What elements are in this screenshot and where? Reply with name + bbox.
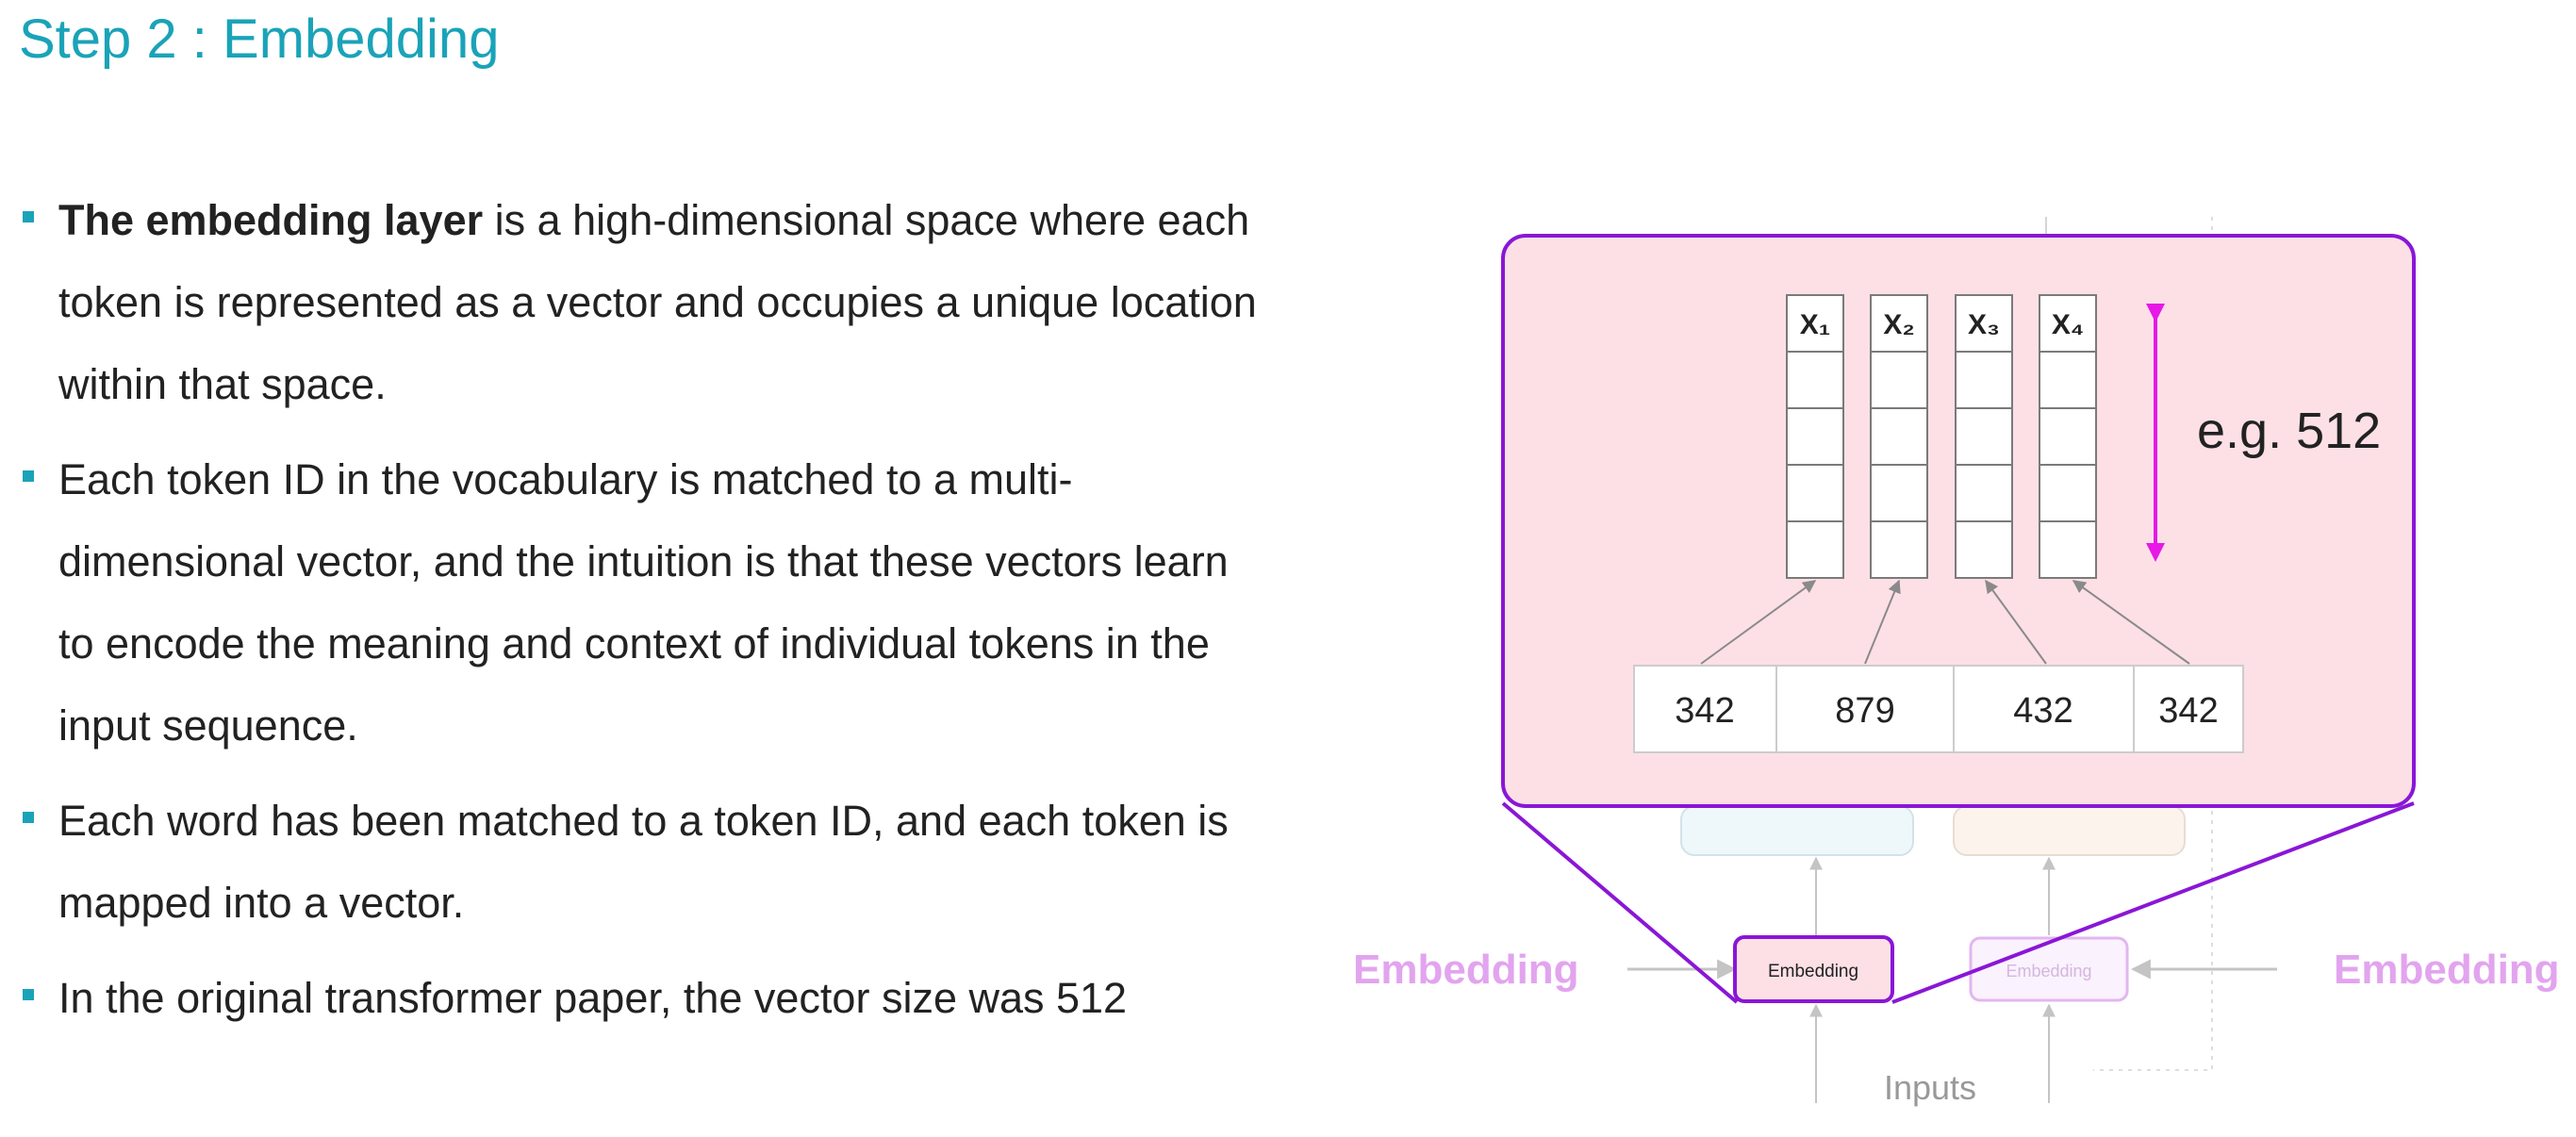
bullet-item-word-mapping: Each word has been matched to a token ID…: [23, 780, 1267, 944]
bullet-text: In the original transformer paper, the v…: [58, 974, 1128, 1022]
mapping-arrow: [1864, 579, 1901, 665]
bullet-marker: [23, 812, 34, 823]
bullet-emphasis: The embedding layer: [58, 196, 484, 244]
vector-header-cell: [1786, 294, 1844, 353]
zoom-connector-left: [1501, 801, 1739, 1004]
embedding-box-active-label: Embedding: [1768, 962, 1858, 981]
token-id-value: 879: [1835, 691, 1894, 731]
vector-cell: [1870, 520, 1928, 579]
mapping-arrow: [2072, 580, 2190, 665]
embedding-diagram: Embedding Embedding Embedding Embedding …: [1353, 217, 2560, 1107]
background-divider: [2093, 1018, 2213, 1071]
bullet-list: The embedding layer is a high-dimensiona…: [23, 179, 1267, 1052]
vector-label-x1: X₁: [1800, 309, 1830, 340]
bullet-marker: [23, 470, 34, 482]
slide-title: Step 2 : Embedding: [19, 8, 500, 70]
bullet-text: is a high-dimensional space where each t…: [58, 196, 1257, 408]
token-id-cell: [1953, 665, 2135, 753]
inputs-label: Inputs: [1884, 1068, 1976, 1107]
vector-cell: [1786, 464, 1844, 522]
vector-cell: [1955, 520, 2013, 579]
vector-column-x3: X₃: [1955, 294, 2013, 579]
vector-cell: [2039, 520, 2097, 579]
bullet-text: Each word has been matched to a token ID…: [58, 797, 1229, 927]
token-id-cell: [1633, 665, 1777, 753]
vector-column-x1: X₁: [1786, 294, 1844, 579]
token-id-value: 342: [1675, 691, 1734, 731]
vector-label-x4: X₄: [2052, 309, 2084, 340]
vector-cell: [1955, 407, 2013, 466]
token-id-row: 342 879 432 342: [1633, 665, 2244, 753]
embedding-label-left: Embedding: [1353, 947, 1579, 993]
bullet-marker: [23, 211, 34, 222]
mapping-arrow: [1985, 579, 2047, 665]
vector-cell: [2039, 464, 2097, 522]
vector-cell: [1955, 351, 2013, 409]
vector-cell: [1786, 520, 1844, 579]
vector-cell: [1786, 351, 1844, 409]
embedding-box-faded: [1969, 936, 2129, 1002]
bullet-item-embedding-layer: The embedding layer is a high-dimensiona…: [23, 179, 1267, 425]
background-decoder-block: [1953, 805, 2186, 856]
vector-cell: [2039, 351, 2097, 409]
token-id-value: 342: [2158, 691, 2218, 731]
token-id-cell: [2133, 665, 2244, 753]
bullet-item-token-vectors: Each token ID in the vocabulary is match…: [23, 438, 1267, 766]
vector-cell: [1786, 407, 1844, 466]
embedding-label-right: Embedding: [2334, 947, 2560, 993]
vector-cell: [1870, 407, 1928, 466]
vector-header-cell: [1870, 294, 1928, 353]
vector-cell: [1955, 464, 2013, 522]
dimension-label: e.g. 512: [2197, 403, 2381, 459]
bullet-text: Each token ID in the vocabulary is match…: [58, 455, 1229, 750]
embedding-box-active: [1733, 935, 1894, 1003]
zoom-connector-right: [1891, 801, 2415, 1004]
vector-cell: [2039, 407, 2097, 466]
vector-header-cell: [1955, 294, 2013, 353]
vector-column-x2: X₂: [1870, 294, 1928, 579]
mapping-arrow: [1700, 580, 1817, 665]
bullet-marker: [23, 989, 34, 1000]
vector-label-x2: X₂: [1883, 309, 1914, 340]
token-id-value: 432: [2013, 691, 2072, 731]
bullet-item-vector-size: In the original transformer paper, the v…: [23, 957, 1267, 1039]
vector-cell: [1870, 351, 1928, 409]
embedding-box-faded-label: Embedding: [2006, 962, 2091, 980]
vector-column-x4: X₄: [2039, 294, 2097, 579]
background-encoder-block: [1680, 805, 1914, 856]
vector-label-x3: X₃: [1968, 309, 2000, 340]
token-id-cell: [1775, 665, 1955, 753]
vector-cell: [1870, 464, 1928, 522]
